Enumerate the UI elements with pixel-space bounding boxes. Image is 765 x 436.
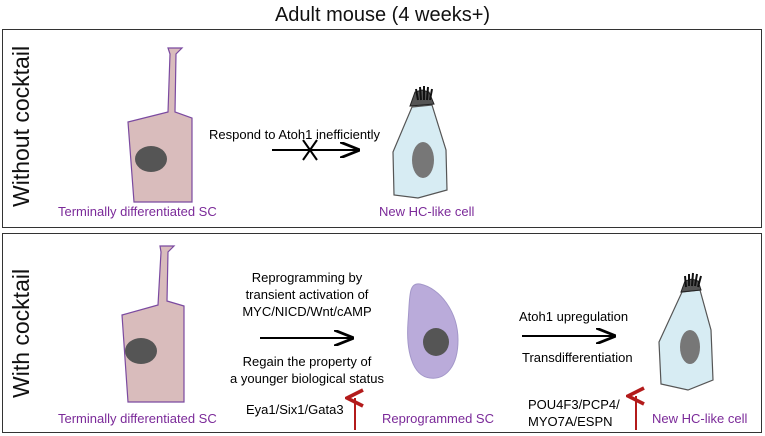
stereocilia-icon-bottom [684,272,702,288]
reprogrammed-label: Reprogrammed SC [382,411,494,426]
sc-cell-bottom [121,245,185,403]
markers-left: Eya1/Six1/Gata3 [246,402,344,417]
markers-right: POU4F3/PCP4/ MYO7A/ESPN [528,396,626,430]
reprogramming-line-1: Reprogramming by [251,270,363,285]
reprogramming-line-3: MYC/NICD/Wnt/cAMP [242,304,372,319]
panel-with-cocktail [2,233,762,433]
hc-cell-bottom [658,272,714,391]
markers-right-line-2: MYO7A/ESPN [528,414,613,429]
hc-label-bottom: New HC-like cell [652,411,748,426]
sc-label-bottom: Terminally differentiated SC [58,411,217,426]
sc-cell-top [127,47,193,203]
reprogrammed-cell [407,283,459,379]
figure-title: Adult mouse (4 weeks+) [274,4,491,26]
regain-line-2: a younger biological status [230,371,384,386]
nucleus-sc-top [135,146,167,172]
nucleus-hc-bottom [680,330,700,364]
nucleus-hc-top [412,142,434,178]
atoh1-upregulation-label: Atoh1 upregulation [519,309,629,324]
transdifferentiation-label: Transdifferentiation [522,350,633,365]
markers-right-line-1: POU4F3/PCP4/ [528,397,620,412]
nucleus-reprogrammed [423,328,449,356]
stereocilia-icon-top [415,86,433,101]
panel-without-cocktail [2,29,762,228]
nucleus-sc-bottom [125,338,157,364]
hc-label-top: New HC-like cell [379,204,475,219]
reprogramming-line-2: transient activation of [245,287,369,302]
regain-line-1: Regain the property of [242,354,372,369]
x-mark-icon [302,139,318,161]
sc-label-top: Terminally differentiated SC [58,204,217,219]
inefficient-response-label: Respond to Atoh1 inefficiently [209,127,381,142]
reprogramming-text: Reprogramming by transient activation of… [222,269,392,320]
regain-text: Regain the property of a younger biologi… [216,353,398,387]
hc-cell-top [392,86,448,199]
